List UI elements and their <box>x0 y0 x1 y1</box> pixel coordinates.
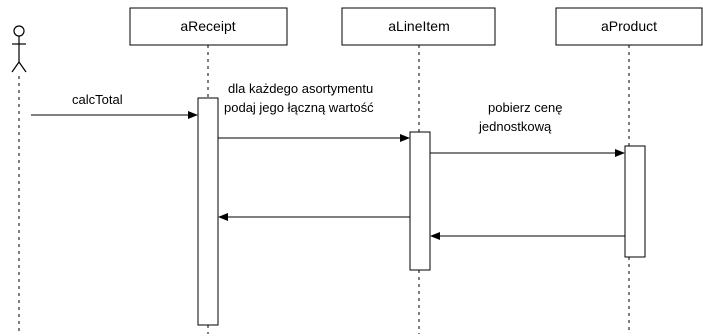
participant-product-label: aProduct <box>601 18 657 34</box>
lineitem-activation <box>409 131 431 271</box>
participant-receipt-label: aReceipt <box>180 18 235 34</box>
each-item-total-label-line2: podaj jego łączną wartość <box>224 100 374 115</box>
calc-total-label: calcTotal <box>72 92 123 107</box>
participant-lineitem-label: aLineItem <box>388 18 449 34</box>
participant-receipt: aReceipt <box>129 7 288 46</box>
participant-receipt-box <box>129 7 288 46</box>
participant-product: aProduct <box>555 7 703 46</box>
participant-product-box <box>555 7 703 46</box>
get-unit-price-label-line2: jednostkową <box>478 119 552 134</box>
participant-lineitem: aLineItem <box>341 7 496 46</box>
receipt-activation <box>197 97 219 326</box>
product-activation <box>624 145 646 258</box>
actor-figure <box>11 25 27 73</box>
each-item-total-label-line1: dla każdego asortymentu <box>228 81 373 96</box>
get-unit-price-label-line1: pobierz cenę <box>488 100 562 115</box>
